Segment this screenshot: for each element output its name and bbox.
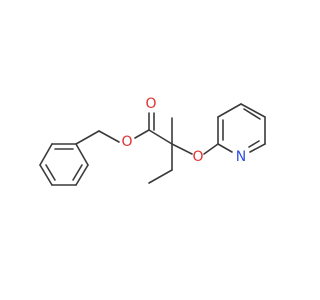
double-bond-inner [45,164,56,181]
bond [75,164,89,186]
bond [203,143,219,155]
double-bond-inner [243,108,261,120]
bond [75,130,100,145]
molecule-structure: O O O N [39,96,266,186]
bond-ethyl [148,169,173,184]
atom-label-carbonyl-oxygen: O [145,96,156,112]
bond [171,143,193,155]
bond [134,129,150,139]
bond [39,143,53,166]
bond [217,103,242,118]
atom-label-ether-oxygen: O [192,149,203,165]
benzene-ring [39,143,89,186]
bond [217,143,233,153]
bond [98,130,120,143]
double-bond-inner [248,140,260,148]
bond [39,164,53,186]
pyridine-ring [217,103,266,153]
bond [75,143,89,166]
molecule-canvas: O O O N [39,96,266,186]
atom-label-pyridine-nitrogen: N [236,149,246,165]
bond [249,143,266,153]
double-bond-inner [72,164,83,181]
bond [240,103,266,118]
bond [148,129,173,145]
atom-label-ester-oxygen: O [121,134,132,150]
